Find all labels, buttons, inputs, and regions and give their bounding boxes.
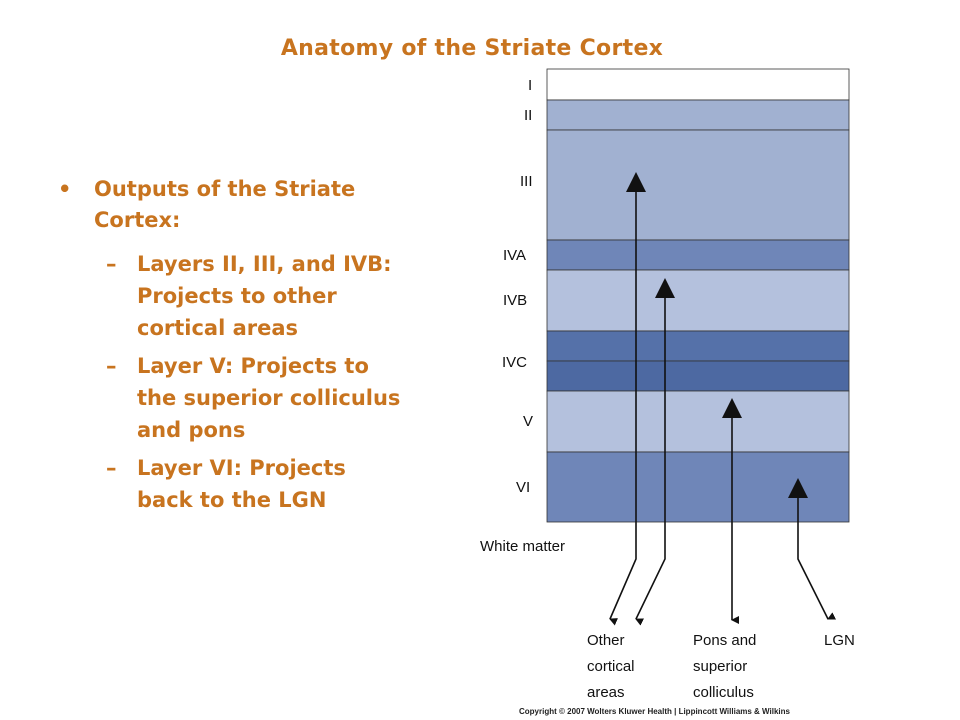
sub-bullet-marker: – [106,456,117,480]
layer-label-v: V [523,413,533,430]
main-bullet: • Outputs of the Striate Cortex: [58,174,408,236]
sub-bullet-layer-5: – Layer V: Projects to the superior coll… [106,350,408,446]
layer-label-iva: IVA [503,247,526,264]
sub-bullet-marker: – [106,252,117,276]
arrowhead-layer-vi [788,478,808,498]
sub-bullet-layers-2-3-4b: – Layers II, III, and IVB: Projects to o… [106,248,408,344]
sub-bullet-text: Layer V: Projects to the superior collic… [137,354,401,442]
arrowhead-layer-v [722,398,742,418]
layer-band-iva [546,239,850,271]
layer-band-ivc-upper [546,330,850,362]
sub-bullet-layer-6: – Layer VI: Projects back to the LGN [106,452,408,516]
target-label-pons: Pons and superior colliculus [693,632,761,701]
layer-band-i [546,68,850,101]
sub-bullet-text: Layer VI: Projects back to the LGN [137,456,346,512]
main-bullet-text: Outputs of the Striate Cortex: [94,177,356,232]
sub-bullet-list: – Layers II, III, and IVB: Projects to o… [106,248,408,516]
slide-title: Anatomy of the Striate Cortex [280,36,664,61]
bullet-marker: • [58,177,72,201]
layer-band-ivb [546,269,850,332]
layer-label-iii: III [520,173,533,190]
layer-band-v [546,390,850,453]
layer-band-ivc-lower [546,360,850,392]
copyright-notice: Copyright © 2007 Wolters Kluwer Health |… [519,707,790,716]
layer-label-ii: II [524,107,532,124]
layer-label-ivc: IVC [502,354,527,371]
layer-label-vi: VI [516,479,530,496]
target-label-lgn: LGN [824,632,855,649]
arrowhead-layer-ivb [655,278,675,298]
layer-band-ii [546,99,850,131]
layer-band-iii [546,129,850,241]
arrow-layer3-to-cortical [609,192,637,626]
sub-bullet-text: Layers II, III, and IVB: Projects to oth… [137,252,392,340]
layer-label-ivb: IVB [503,292,527,309]
bullet-list: • Outputs of the Striate Cortex: – Layer… [58,174,408,522]
layer-band-vi [546,451,850,523]
sub-bullet-marker: – [106,354,117,378]
target-label-cortical: Other cortical areas [587,632,639,701]
white-matter-label: White matter [480,538,565,555]
striate-cortex-diagram: I II III IVA IVB IVC V VI White matter O… [480,68,855,701]
arrowhead-layer-iii [626,172,646,192]
arrow-layer4b-to-cortical [635,298,666,626]
layer-label-i: I [528,77,532,94]
arrow-layer6-to-lgn [797,498,837,620]
